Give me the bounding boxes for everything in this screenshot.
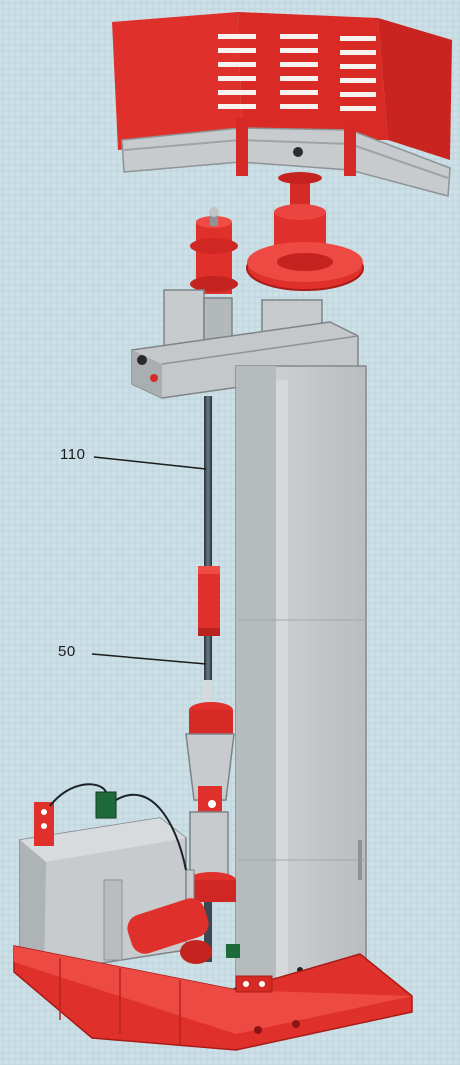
callout-label-lower: 50: [58, 643, 76, 660]
base-plate: [13, 945, 413, 1051]
callout-line-50: [91, 653, 207, 665]
bearing-block: [131, 289, 359, 399]
carriage: [171, 702, 236, 962]
fan-assembly: [112, 12, 452, 197]
tower-column: [235, 365, 367, 995]
gear-train: [190, 172, 364, 294]
callout-line-110: [93, 456, 207, 470]
callout-label-upper: 110: [60, 446, 86, 463]
worm-gear: [127, 898, 247, 994]
lead-screw: [198, 396, 220, 720]
